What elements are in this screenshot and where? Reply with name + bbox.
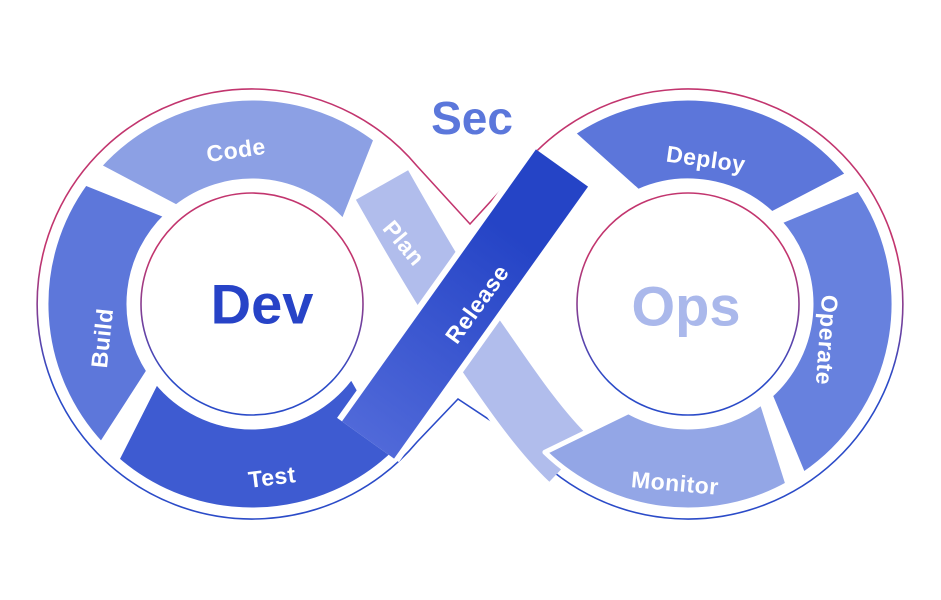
- operate-label: Operate: [811, 294, 843, 386]
- segment-monitor: [542, 399, 791, 513]
- segment-test: [114, 373, 398, 513]
- right-inner-outline: [576, 192, 800, 416]
- segment-code: [96, 95, 379, 225]
- sec-label: Sec: [431, 92, 513, 144]
- left-inner-outline: [140, 192, 364, 416]
- ops-label: Ops: [632, 275, 741, 338]
- segment-build: [43, 180, 170, 447]
- build-label: Build: [86, 307, 118, 369]
- segment-deploy: [570, 95, 851, 217]
- release-ribbon: [341, 149, 589, 459]
- segment-operate: [767, 186, 897, 478]
- dev-label: Dev: [211, 273, 314, 336]
- test-label: Test: [247, 461, 297, 493]
